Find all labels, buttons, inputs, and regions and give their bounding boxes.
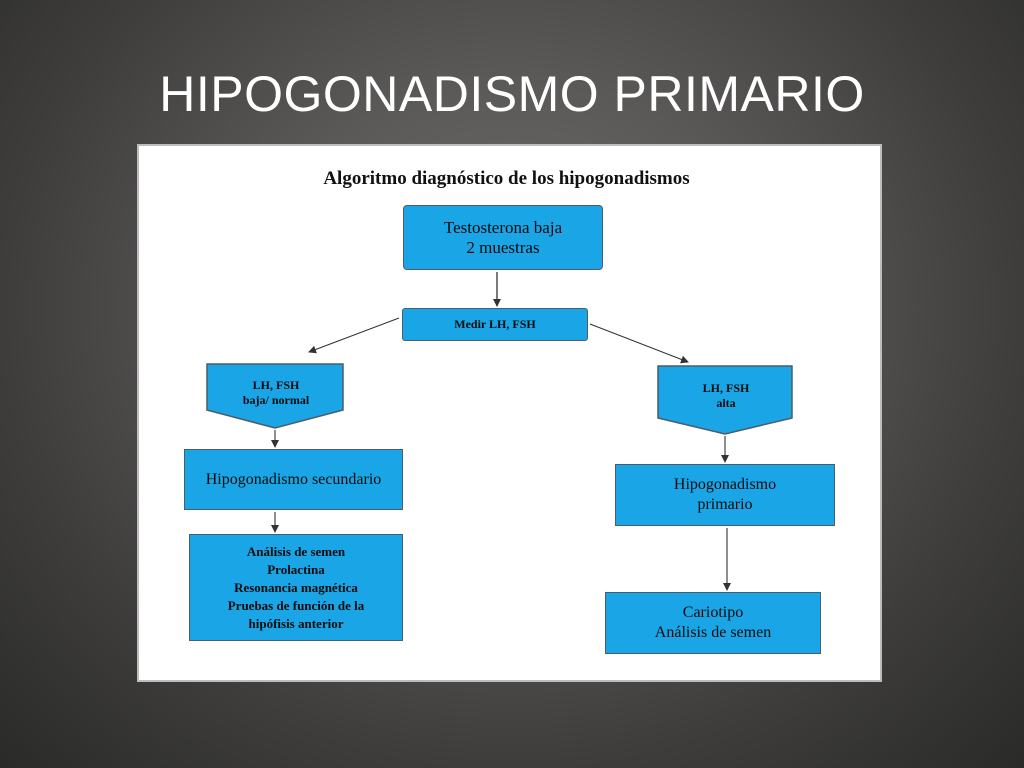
slide-title: HIPOGONADISMO PRIMARIO xyxy=(159,66,865,122)
diagram-title: Algoritmo diagnóstico de los hipogonadis… xyxy=(323,168,690,189)
node-testosterona-baja: Testosterona baja 2 muestras xyxy=(403,205,603,270)
node-lh-fsh-baja-normal-label: LH, FSH baja/ normal xyxy=(242,378,310,407)
node-hipogonadismo-secundario-label: Hipogonadismo secundario xyxy=(205,470,382,488)
node-primario-pruebas: Cariotipo Análisis de semen xyxy=(605,592,821,654)
node-primario-pruebas-label: Cariotipo Análisis de semen xyxy=(654,604,772,641)
lh-high-shape xyxy=(657,365,793,435)
lh-low-shape xyxy=(206,363,344,429)
node-hipogonadismo-secundario: Hipogonadismo secundario xyxy=(184,449,403,510)
diagram-connectors xyxy=(206,272,793,591)
node-secundario-pruebas-label: Análisis de semen Prolactina Resonancia … xyxy=(227,543,365,631)
node-lh-fsh-alta-label: LH, FSH alta xyxy=(702,381,750,410)
arrow-medir-to-low xyxy=(308,317,400,354)
node-medir-lh-fsh: Medir LH, FSH xyxy=(402,308,588,341)
node-medir-lh-fsh-label: Medir LH, FSH xyxy=(454,317,536,331)
node-secundario-pruebas: Análisis de semen Prolactina Resonancia … xyxy=(189,534,403,641)
node-testosterona-baja-label: Testosterona baja 2 muestras xyxy=(443,217,563,257)
diagram-figure: Algoritmo diagnóstico de los hipogonadis… xyxy=(137,144,882,682)
node-hipogonadismo-primario: Hipogonadismo primario xyxy=(615,464,835,526)
node-hipogonadismo-primario-label: Hipogonadismo primario xyxy=(673,476,777,513)
arrow-medir-to-high xyxy=(589,323,689,364)
